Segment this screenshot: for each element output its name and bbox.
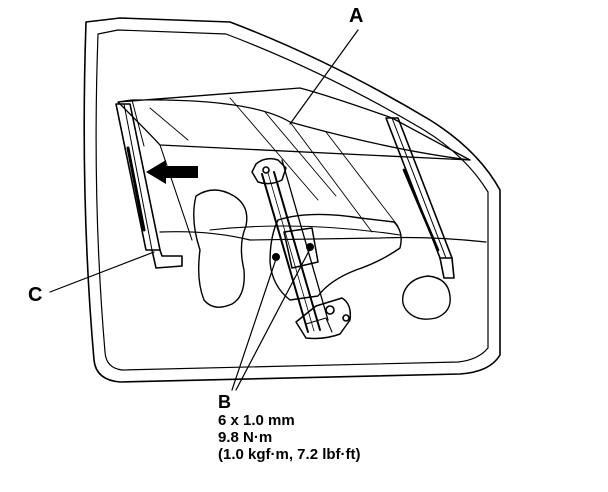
front-glass-run-channel <box>115 103 183 269</box>
regulator-plate <box>269 213 402 301</box>
direction-arrow-icon <box>146 160 198 184</box>
regulator-slider <box>283 227 319 269</box>
bolt-torque-alt: (1.0 kgf·m, 7.2 lbf·ft) <box>218 446 361 463</box>
callout-b-label: B <box>218 392 231 412</box>
rear-glass-run-channel <box>385 117 455 279</box>
bolt-spec-callout: B 6 x 1.0 mm 9.8 N·m (1.0 kgf·m, 7.2 lbf… <box>218 393 361 463</box>
bolt-size: 6 x 1.0 mm <box>218 412 295 429</box>
callout-a-label: A <box>349 5 364 27</box>
mounting-bolt <box>272 253 280 261</box>
regulator-upper-bracket <box>251 157 287 185</box>
mounting-bolt <box>306 243 314 251</box>
service-hole-front <box>193 189 248 308</box>
window-regulator <box>261 159 329 333</box>
leader-line-c <box>49 251 155 293</box>
inner-panel-line <box>159 231 487 243</box>
service-hole-rear <box>401 275 451 320</box>
leader-line-b <box>231 258 277 391</box>
callout-c-label: C <box>28 284 43 306</box>
leader-line-b <box>235 248 311 391</box>
door-outer-frame <box>83 17 501 383</box>
bracket-hole <box>262 166 270 174</box>
regulator-motor <box>295 297 352 340</box>
window-glass <box>117 87 471 241</box>
leader-line-a <box>289 29 359 125</box>
bolt-torque: 9.8 N·m <box>218 429 273 446</box>
